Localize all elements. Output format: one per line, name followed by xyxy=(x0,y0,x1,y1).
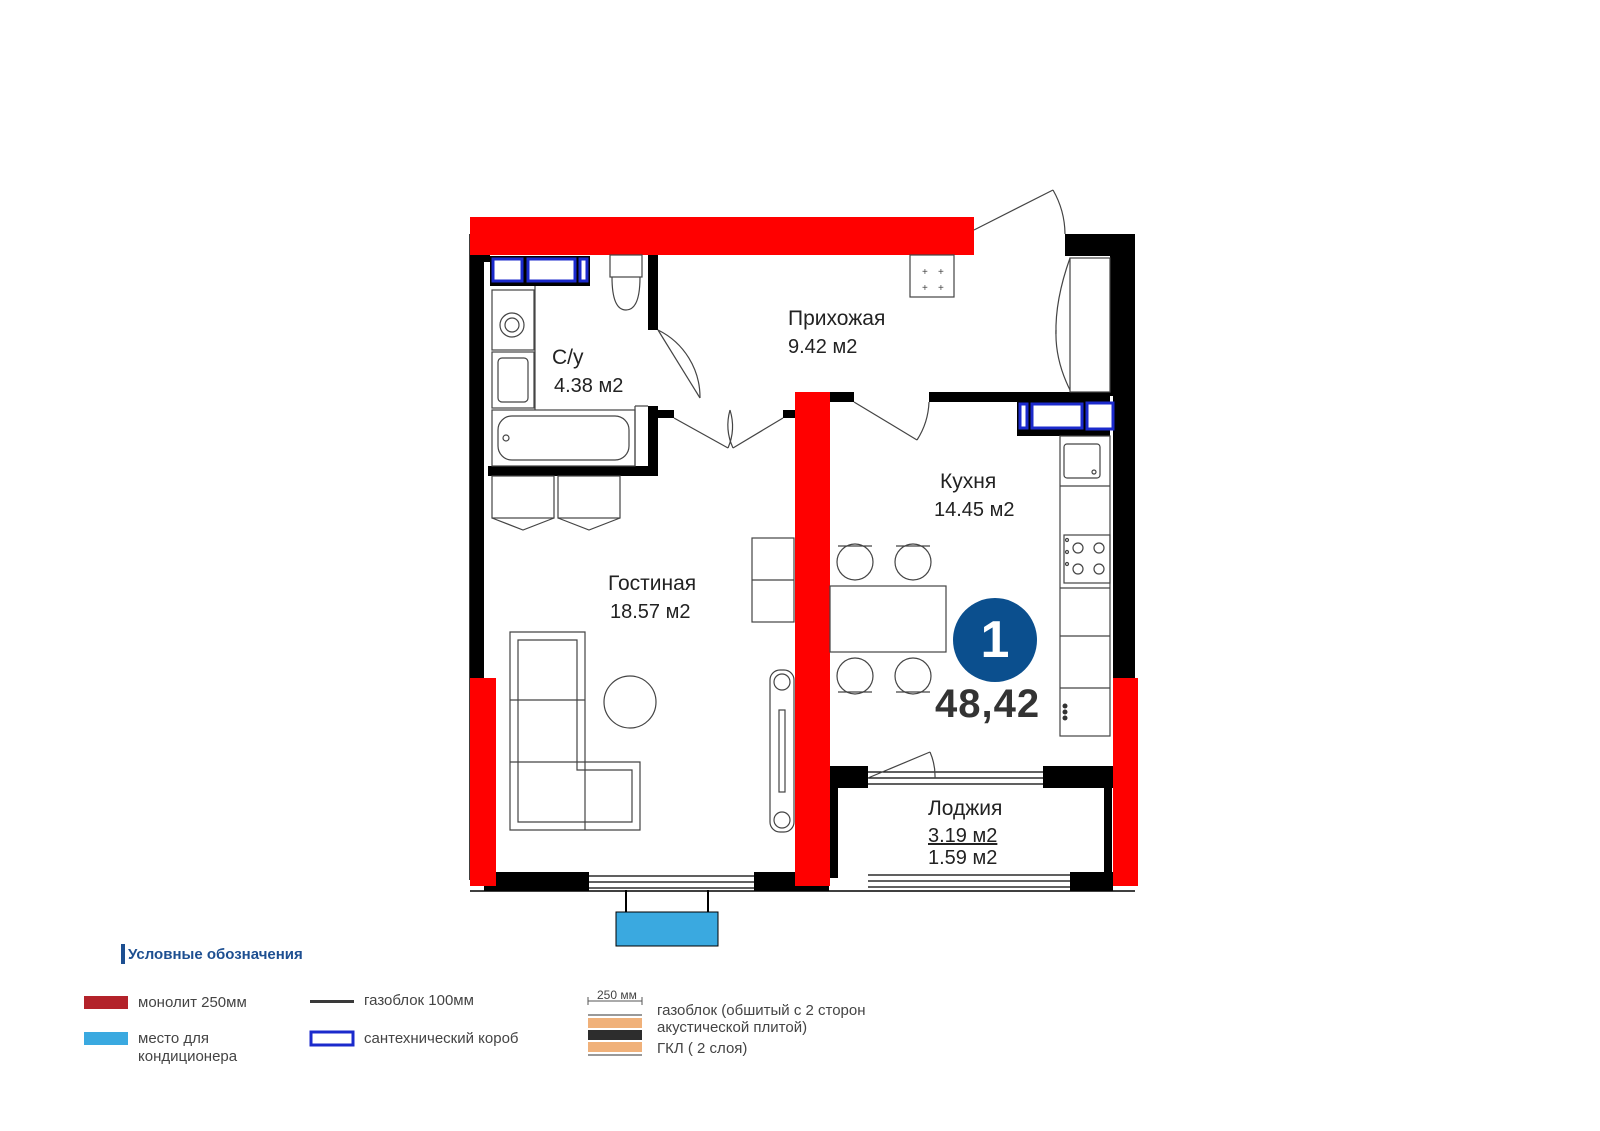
legend-acoustic-swatch xyxy=(587,997,643,1056)
legend-title: Условные обозначения xyxy=(128,946,303,963)
legend-monolith-text: монолит 250мм xyxy=(138,994,247,1011)
svg-text:+: + xyxy=(922,283,928,294)
svg-text:+: + xyxy=(938,267,944,278)
legend-plumbing-swatch xyxy=(309,1030,355,1047)
ac-brackets xyxy=(625,890,709,912)
bathroom-fixtures xyxy=(491,254,701,467)
svg-text:+: + xyxy=(938,283,944,294)
monolith-walls xyxy=(470,217,1138,886)
legend-acoustic-line2: акустической плитой) xyxy=(657,1019,808,1036)
windows xyxy=(589,771,1070,889)
total-area: 48,42 xyxy=(935,682,1041,726)
legend-ac-line2: кондиционера xyxy=(138,1048,238,1065)
loggia-name: Лоджия xyxy=(928,797,1003,820)
hallway-fixtures: + + + + xyxy=(673,189,1111,449)
bathroom-area: 4.38 м2 xyxy=(554,375,624,397)
kitchen-area: 14.45 м2 xyxy=(934,499,1015,521)
rooms-count-badge: 1 xyxy=(953,598,1037,682)
living-fixtures xyxy=(491,475,795,833)
legend-block-text: газоблок 100мм xyxy=(364,992,474,1009)
legend-acoustic-line1: газоблок (обшитый с 2 сторон xyxy=(657,1002,866,1019)
legend-block-swatch xyxy=(310,1000,354,1003)
legend-gkl-text: ГКЛ ( 2 слоя) xyxy=(657,1040,748,1057)
living-area: 18.57 м2 xyxy=(610,601,691,623)
kitchen-fixtures xyxy=(829,435,1111,779)
svg-text:+: + xyxy=(922,267,928,278)
legend-monolith-swatch xyxy=(84,996,128,1009)
ac-place xyxy=(615,911,719,947)
bathroom-name: С/у xyxy=(552,346,584,369)
loggia-area: 3.19 м2 xyxy=(928,825,998,847)
hallway-area: 9.42 м2 xyxy=(788,336,858,358)
living-name: Гостиная xyxy=(608,572,697,595)
legend-ac-swatch xyxy=(84,1032,128,1045)
legend-ac-line1: место для xyxy=(138,1030,209,1047)
loggia-area-reduced: 1.59 м2 xyxy=(928,847,998,869)
legend-thickness-text: 250 мм xyxy=(597,988,637,1002)
legend-plumbing-text: сантехнический короб xyxy=(364,1030,519,1047)
legend-title-marker xyxy=(121,944,125,964)
plumbing-boxes xyxy=(490,256,1115,431)
kitchen-dots xyxy=(1062,703,1068,721)
hallway-name: Прихожая xyxy=(788,307,886,330)
kitchen-name: Кухня xyxy=(940,470,997,493)
